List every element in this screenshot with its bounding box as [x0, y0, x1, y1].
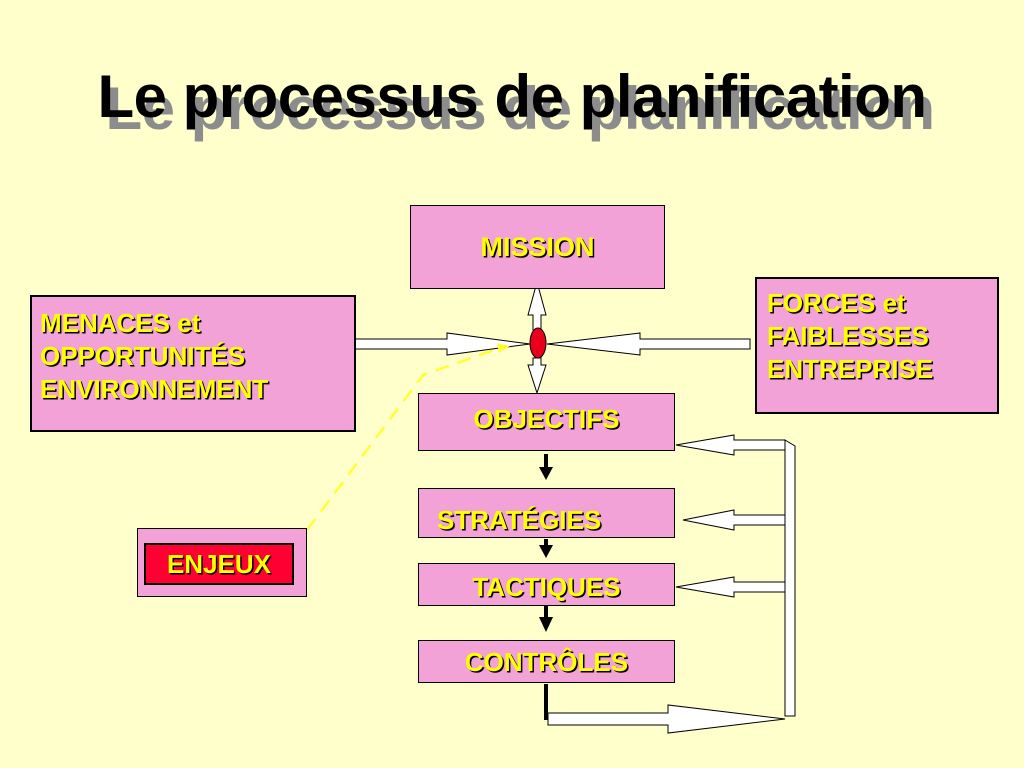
mission-label: MISSION [480, 231, 595, 262]
menaces-line-2: OPPORTUNITÉS [40, 341, 246, 371]
strategies-box: STRATÉGIES [418, 488, 675, 538]
dashed-line-enjeux [305, 346, 501, 531]
forces-line-1: FORCES et [767, 288, 906, 318]
menaces-box: MENACES et OPPORTUNITÉS ENVIRONNEMENT [30, 295, 356, 432]
controles-label: CONTRÔLES [464, 647, 629, 677]
feedback-vertical-bar [784, 439, 796, 717]
forces-line-2: FAIBLESSES [767, 321, 929, 351]
menaces-line-3: ENVIRONNEMENT [40, 374, 269, 404]
center-node [529, 327, 547, 359]
enjeux-label-box: ENJEUX [144, 543, 294, 585]
feedback-arrow-tactiques [675, 576, 786, 598]
down-arrow-2 [539, 539, 553, 558]
forces-box: FORCES et FAIBLESSES ENTREPRISE [755, 277, 999, 414]
feedback-arrow-strategies [682, 509, 786, 531]
dashed-arrow-head [497, 343, 510, 353]
down-arrow-3 [539, 606, 553, 632]
title-text: Le processus de planification [97, 63, 927, 130]
feedback-stem [544, 684, 548, 720]
tactiques-box: TACTIQUES [418, 563, 675, 606]
strategies-label: STRATÉGIES [437, 504, 602, 535]
arrow-up-to-mission [527, 280, 547, 331]
arrow-down-to-objectifs [527, 357, 547, 395]
down-arrow-1 [539, 454, 553, 480]
controles-box: CONTRÔLES [418, 640, 675, 683]
objectifs-label: OBJECTIFS [473, 403, 620, 434]
tactiques-label: TACTIQUES [472, 572, 621, 602]
title-shadow: Le processus de planification [105, 75, 935, 142]
slide-title: Le processus de planification Le process… [0, 62, 1024, 142]
mission-box: MISSION [410, 205, 665, 289]
objectifs-box: OBJECTIFS [418, 393, 675, 451]
feedback-arrow-objectifs [675, 434, 786, 456]
feedback-arrow-bottom [547, 704, 786, 734]
enjeux-box: ENJEUX [137, 528, 307, 597]
menaces-line-1: MENACES et [40, 308, 201, 338]
forces-line-3: ENTREPRISE [767, 354, 934, 384]
arrow-left-to-center [351, 332, 531, 356]
arrow-right-to-center [546, 332, 751, 356]
enjeux-label: ENJEUX [166, 548, 272, 579]
